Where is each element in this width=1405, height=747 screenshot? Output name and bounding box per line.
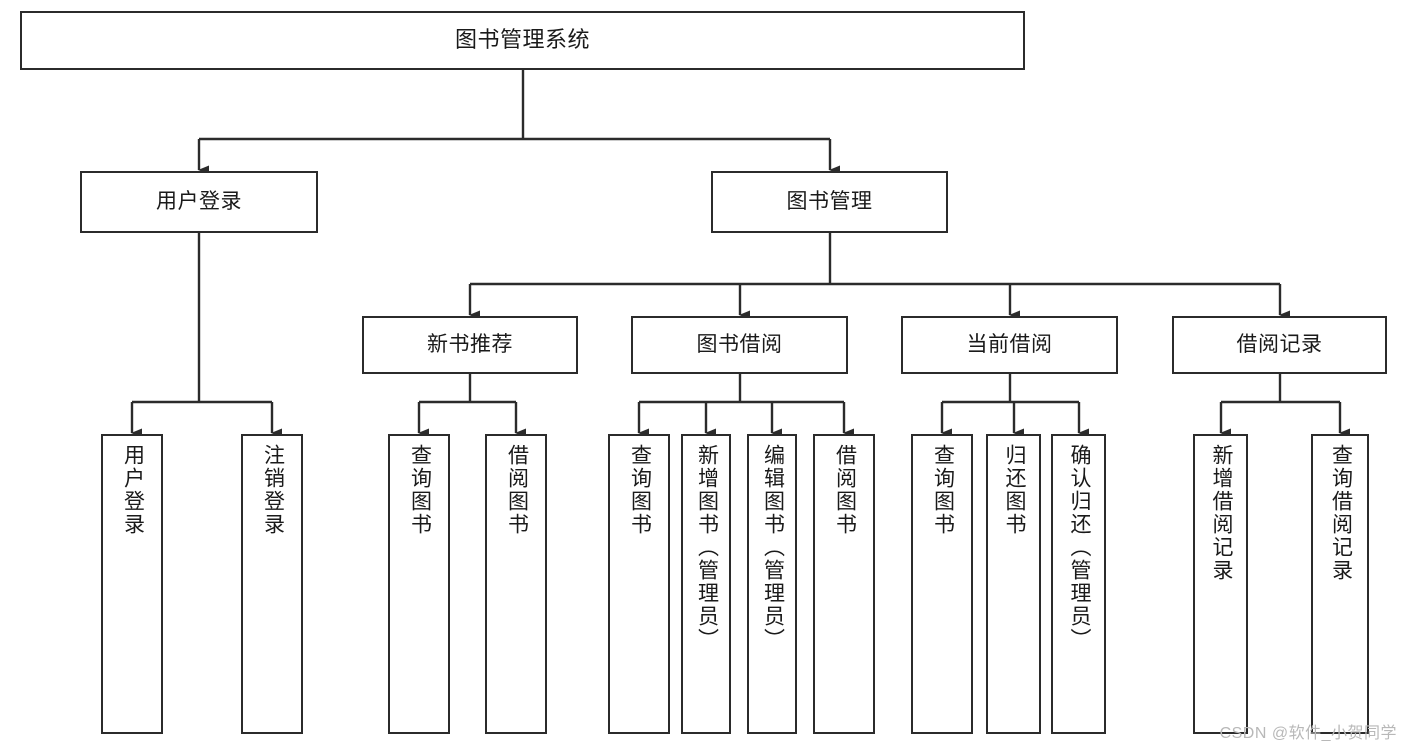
node-new-book-recommend[interactable]: 新书推荐 xyxy=(362,316,578,374)
node-leaf-add-book[interactable]: 新增图书（管理员） xyxy=(681,434,731,734)
node-label: 图书借阅 xyxy=(696,333,783,357)
node-label: 查询借阅记录 xyxy=(1329,444,1353,582)
node-leaf-query-book-3[interactable]: 查询图书 xyxy=(911,434,973,734)
node-leaf-borrow-book-2[interactable]: 借阅图书 xyxy=(813,434,875,734)
node-leaf-confirm-return[interactable]: 确认归还（管理员） xyxy=(1051,434,1106,734)
node-book-borrow[interactable]: 图书借阅 xyxy=(631,316,848,374)
node-label: 编辑图书（管理员） xyxy=(761,444,785,651)
node-label: 归还图书 xyxy=(1002,444,1026,536)
node-root[interactable]: 图书管理系统 xyxy=(20,11,1025,70)
node-user-login[interactable]: 用户登录 xyxy=(80,171,318,233)
node-label: 查询图书 xyxy=(408,444,432,536)
node-label: 用户登录 xyxy=(156,190,242,214)
node-label: 借阅图书 xyxy=(505,444,529,536)
node-borrow-record[interactable]: 借阅记录 xyxy=(1172,316,1387,374)
node-leaf-user-login[interactable]: 用户登录 xyxy=(101,434,163,734)
node-label: 借阅记录 xyxy=(1236,333,1323,357)
node-leaf-query-book-2[interactable]: 查询图书 xyxy=(608,434,670,734)
node-leaf-return-book[interactable]: 归还图书 xyxy=(986,434,1041,734)
node-book-manage[interactable]: 图书管理 xyxy=(711,171,948,233)
node-label: 查询图书 xyxy=(628,444,652,536)
node-label: 用户登录 xyxy=(121,444,145,536)
node-label: 查询图书 xyxy=(931,444,955,536)
csdn-watermark: CSDN @软件_小贺同学 xyxy=(1219,725,1397,742)
node-leaf-edit-book[interactable]: 编辑图书（管理员） xyxy=(747,434,797,734)
node-leaf-query-borrow-record[interactable]: 查询借阅记录 xyxy=(1311,434,1369,734)
node-current-borrow[interactable]: 当前借阅 xyxy=(901,316,1118,374)
node-label: 新增借阅记录 xyxy=(1209,444,1233,582)
node-label: 图书管理系统 xyxy=(454,27,590,53)
node-label: 新书推荐 xyxy=(427,333,513,357)
node-label: 确认归还（管理员） xyxy=(1067,444,1091,651)
node-leaf-logout[interactable]: 注销登录 xyxy=(241,434,303,734)
node-leaf-borrow-book-1[interactable]: 借阅图书 xyxy=(485,434,547,734)
node-leaf-query-book-1[interactable]: 查询图书 xyxy=(388,434,450,734)
node-label: 注销登录 xyxy=(261,444,285,536)
node-label: 借阅图书 xyxy=(833,444,857,536)
node-label: 当前借阅 xyxy=(966,333,1053,357)
node-leaf-add-borrow-record[interactable]: 新增借阅记录 xyxy=(1193,434,1248,734)
node-label: 新增图书（管理员） xyxy=(695,444,719,651)
node-label: 图书管理 xyxy=(786,190,873,214)
